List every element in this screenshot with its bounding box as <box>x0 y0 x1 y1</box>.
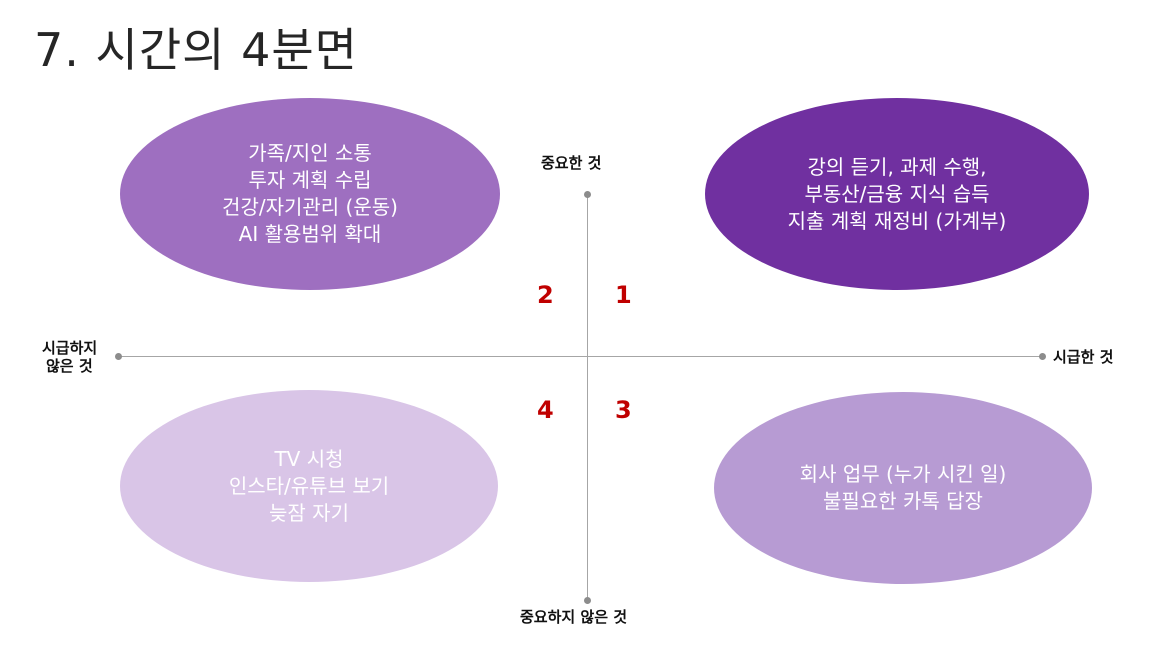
axis-label-not-urgent-line1: 시급하지 <box>42 339 98 357</box>
quadrant-1-number: 1 <box>615 281 632 309</box>
quadrant-4-number: 4 <box>537 396 554 424</box>
page-title: 7. 시간의 4분면 <box>34 23 358 77</box>
quadrant-3-line: 회사 업무 (누가 시킨 일) <box>799 462 1007 486</box>
axis-endpoint-top <box>584 191 591 198</box>
quadrant-3-line: 불필요한 카톡 답장 <box>823 489 983 513</box>
quadrant-1-line: 지출 계획 재정비 (가계부) <box>787 208 1007 233</box>
quadrant-1-line: 부동산/금융 지식 습득 <box>804 181 990 206</box>
quadrant-4-line: 늦잠 자기 <box>269 500 349 525</box>
quadrant-4-ellipse: TV 시청 인스타/유튜브 보기 늦잠 자기 <box>120 390 498 582</box>
quadrant-1-line: 강의 듣기, 과제 수행, <box>807 154 987 179</box>
quadrant-2-ellipse: 가족/지인 소통 투자 계획 수립 건강/자기관리 (운동) AI 활용범위 확… <box>120 98 500 290</box>
quadrant-4-line: 인스타/유튜브 보기 <box>228 473 390 498</box>
axis-endpoint-bottom <box>584 597 591 604</box>
axis-label-not-urgent-line2: 않은 것 <box>46 357 93 375</box>
quadrant-2-number: 2 <box>537 281 554 309</box>
vertical-axis <box>587 194 588 600</box>
axis-endpoint-left <box>115 353 122 360</box>
quadrant-2-line: 투자 계획 수립 <box>248 168 372 192</box>
quadrant-1-ellipse: 강의 듣기, 과제 수행, 부동산/금융 지식 습득 지출 계획 재정비 (가계… <box>705 98 1089 290</box>
quadrant-3-number: 3 <box>615 396 632 424</box>
axis-label-urgent: 시급한 것 <box>1053 348 1114 366</box>
quadrant-4-line: TV 시청 <box>274 446 344 471</box>
quadrant-2-line: 가족/지인 소통 <box>248 141 372 165</box>
quadrant-2-line: AI 활용범위 확대 <box>238 222 382 246</box>
quadrant-3-ellipse: 회사 업무 (누가 시킨 일) 불필요한 카톡 답장 <box>714 392 1092 584</box>
axis-label-important: 중요한 것 <box>541 154 602 172</box>
axis-endpoint-right <box>1039 353 1046 360</box>
horizontal-axis <box>118 356 1042 357</box>
quadrant-2-line: 건강/자기관리 (운동) <box>222 195 398 219</box>
axis-label-not-important: 중요하지 않은 것 <box>520 608 628 626</box>
